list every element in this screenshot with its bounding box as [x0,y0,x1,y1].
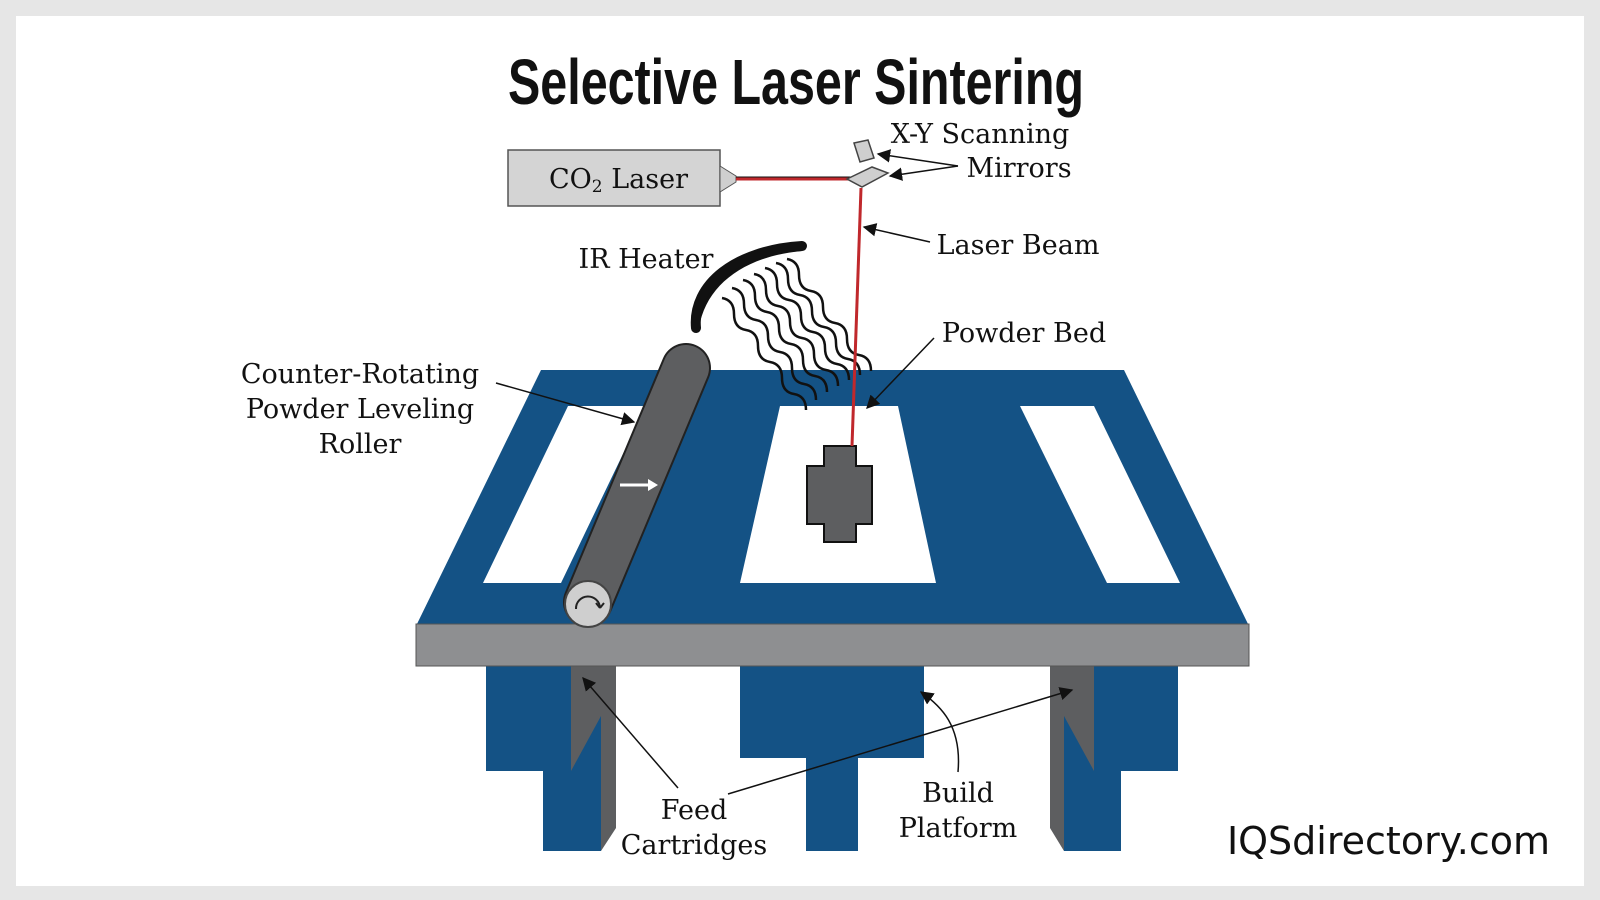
build-platform [740,666,924,851]
diagram-title: Selective Laser Sintering [508,46,1084,118]
heat-wave-line [753,272,840,387]
label-roller-line2: Powder Leveling [246,394,474,425]
label-laser-beam: Laser Beam [937,230,1100,261]
leveling-roller [563,343,711,628]
label-build-line2: Platform [899,813,1018,844]
diagram-canvas: Selective Laser Sintering [16,16,1584,886]
table-edge [415,623,1250,667]
feed-opening-left [483,406,646,583]
heat-wave-line [775,261,862,376]
feed-cartridge-left [486,666,616,851]
scanning-mirror-top [853,139,875,163]
brand-watermark: IQSdirectory.com [1227,819,1550,863]
ir-heater [690,241,807,333]
label-roller-line3: Roller [319,429,402,460]
sintered-part [806,445,873,543]
laser-beam-vertical [850,187,863,447]
label-ir-heater: IR Heater [579,244,714,275]
heat-wave-line [731,286,818,401]
heat-waves [721,257,873,411]
label-roller-line1: Counter-Rotating [241,359,479,390]
scanning-mirror-bottom [845,166,890,188]
feed-cartridge-right [1050,666,1178,851]
sls-diagram: Selective Laser Sintering [241,46,1550,863]
label-feed-line1: Feed [661,795,728,826]
heat-wave-line [742,278,829,393]
heat-wave-line [721,296,808,411]
label-mirrors-line1: X-Y Scanning [891,119,1070,150]
laser-label: CO2 Laser [549,164,688,197]
heat-wave-line [786,257,873,372]
feed-opening-right [1020,406,1180,583]
co2-laser: CO2 Laser [507,149,737,207]
label-build-line1: Build [922,778,994,809]
label-feed-line2: Cartridges [621,830,767,861]
label-powder-bed: Powder Bed [942,318,1106,349]
leader-arrows [495,149,1074,795]
label-mirrors-line2: Mirrors [966,153,1071,184]
heat-wave-line [764,266,851,381]
